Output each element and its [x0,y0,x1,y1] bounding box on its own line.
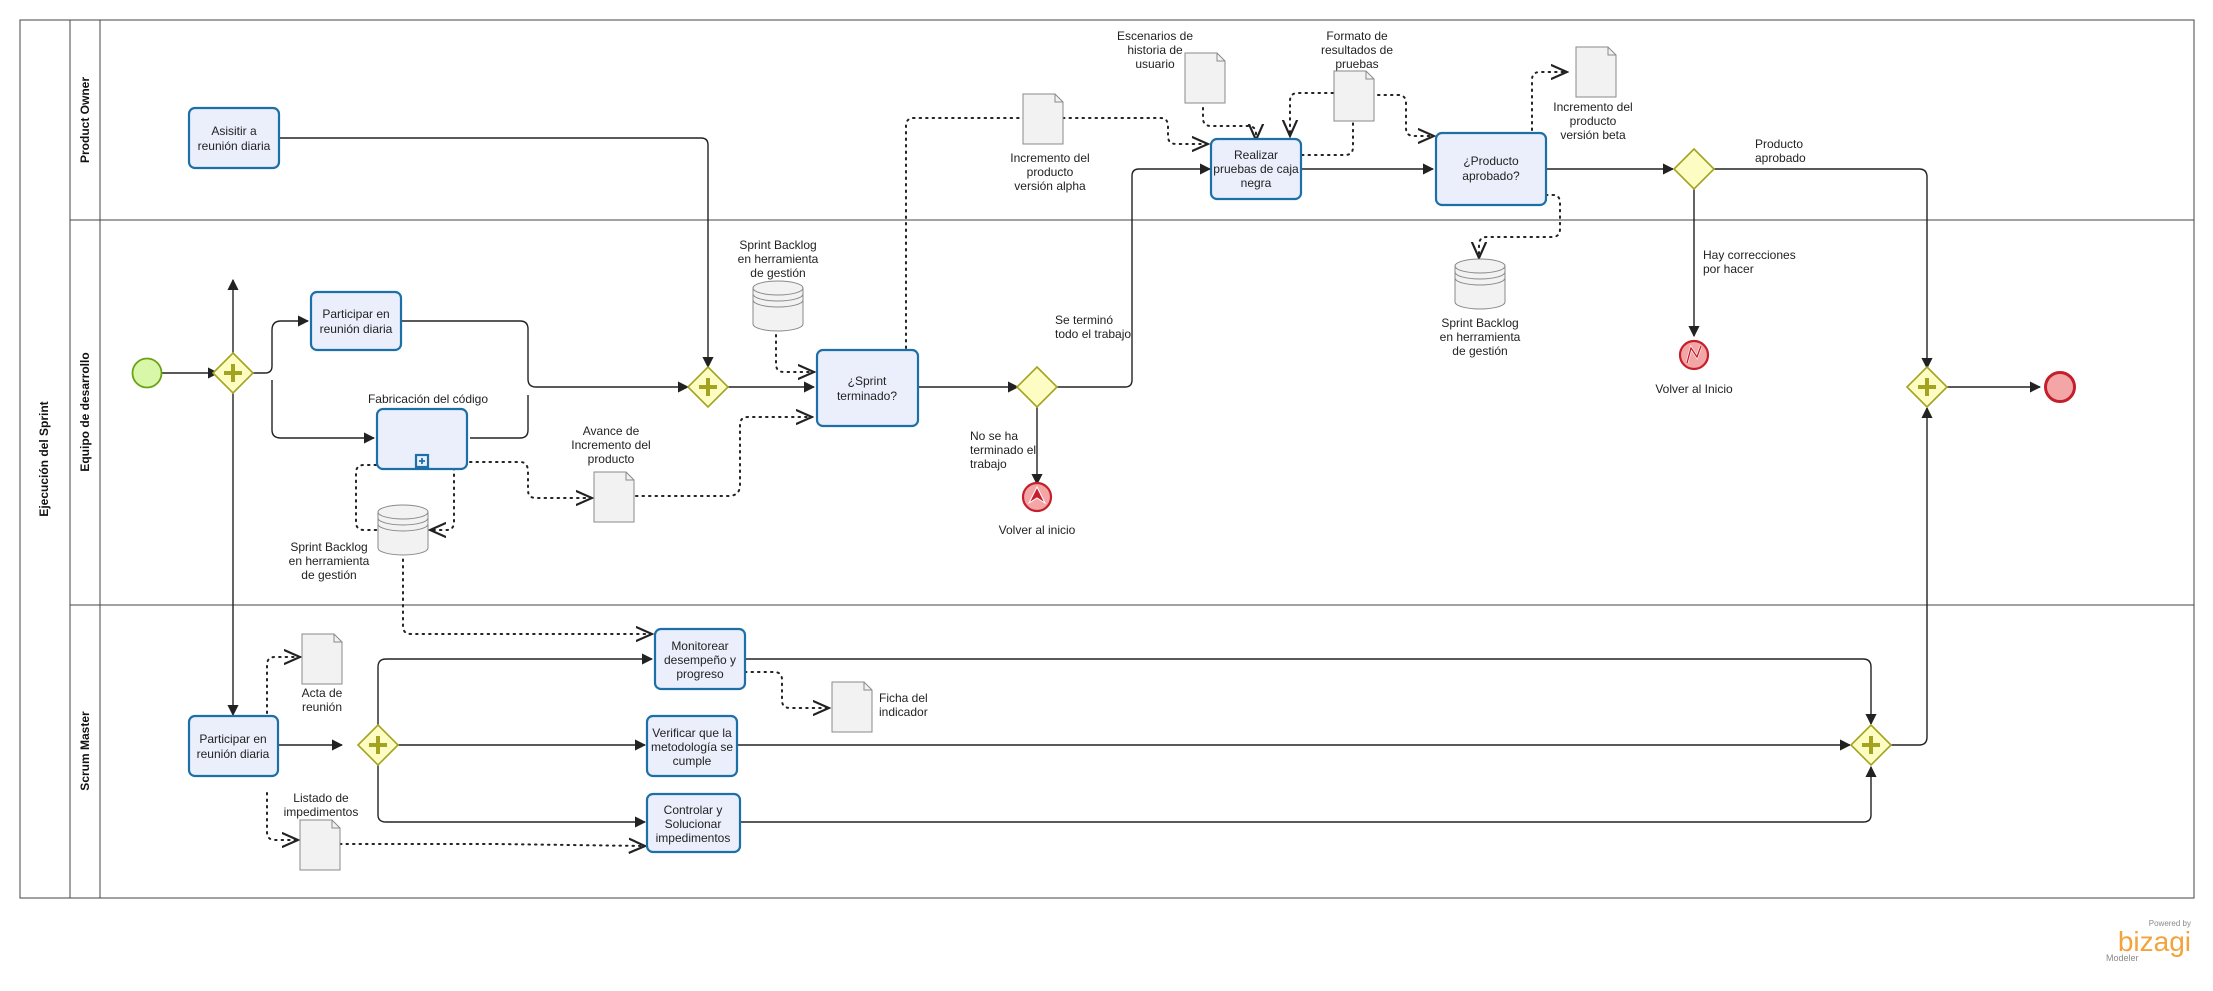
subprocess-label: Fabricación del código [368,392,488,406]
pool-title: Ejecución del Sprint [37,401,51,516]
lane-label-scrum-master: Scrum Master [78,711,92,791]
svg-text:Powered by: Powered by [2149,919,2191,928]
parallel-gateway-merge-team [686,365,730,409]
sequence-flows [162,137,2042,828]
subprocess-fabricacion-codigo[interactable]: Fabricación del código [368,392,488,471]
svg-text:bizagi: bizagi [2118,926,2191,957]
error-event-volver-inicio: Volver al Inicio [1655,339,1733,396]
link-event-volver-inicio: Volver al inicio [999,481,1076,537]
start-event [131,357,163,389]
lane-label-equipo: Equipo de desarrollo [78,352,92,471]
pool: Ejecución del Sprint Product Owner Equip… [19,19,2195,899]
event-label: Volver al inicio [999,523,1076,537]
associations [266,72,1567,846]
bizagi-logo: Powered by bizagi Modeler [2106,919,2191,963]
svg-text:Modeler: Modeler [2106,953,2139,963]
lane-label-product-owner: Product Owner [78,77,92,163]
parallel-gateway-final [1905,365,1949,409]
exclusive-gateway-producto [1672,147,1716,191]
parallel-gateway-start [211,351,255,395]
parallel-gateway-sm-join [1849,723,1893,767]
exclusive-gateway-sprint [1015,365,1059,409]
parallel-gateway-sm-split [356,723,400,767]
end-event [2044,371,2076,403]
event-label: Volver al Inicio [1655,382,1733,396]
